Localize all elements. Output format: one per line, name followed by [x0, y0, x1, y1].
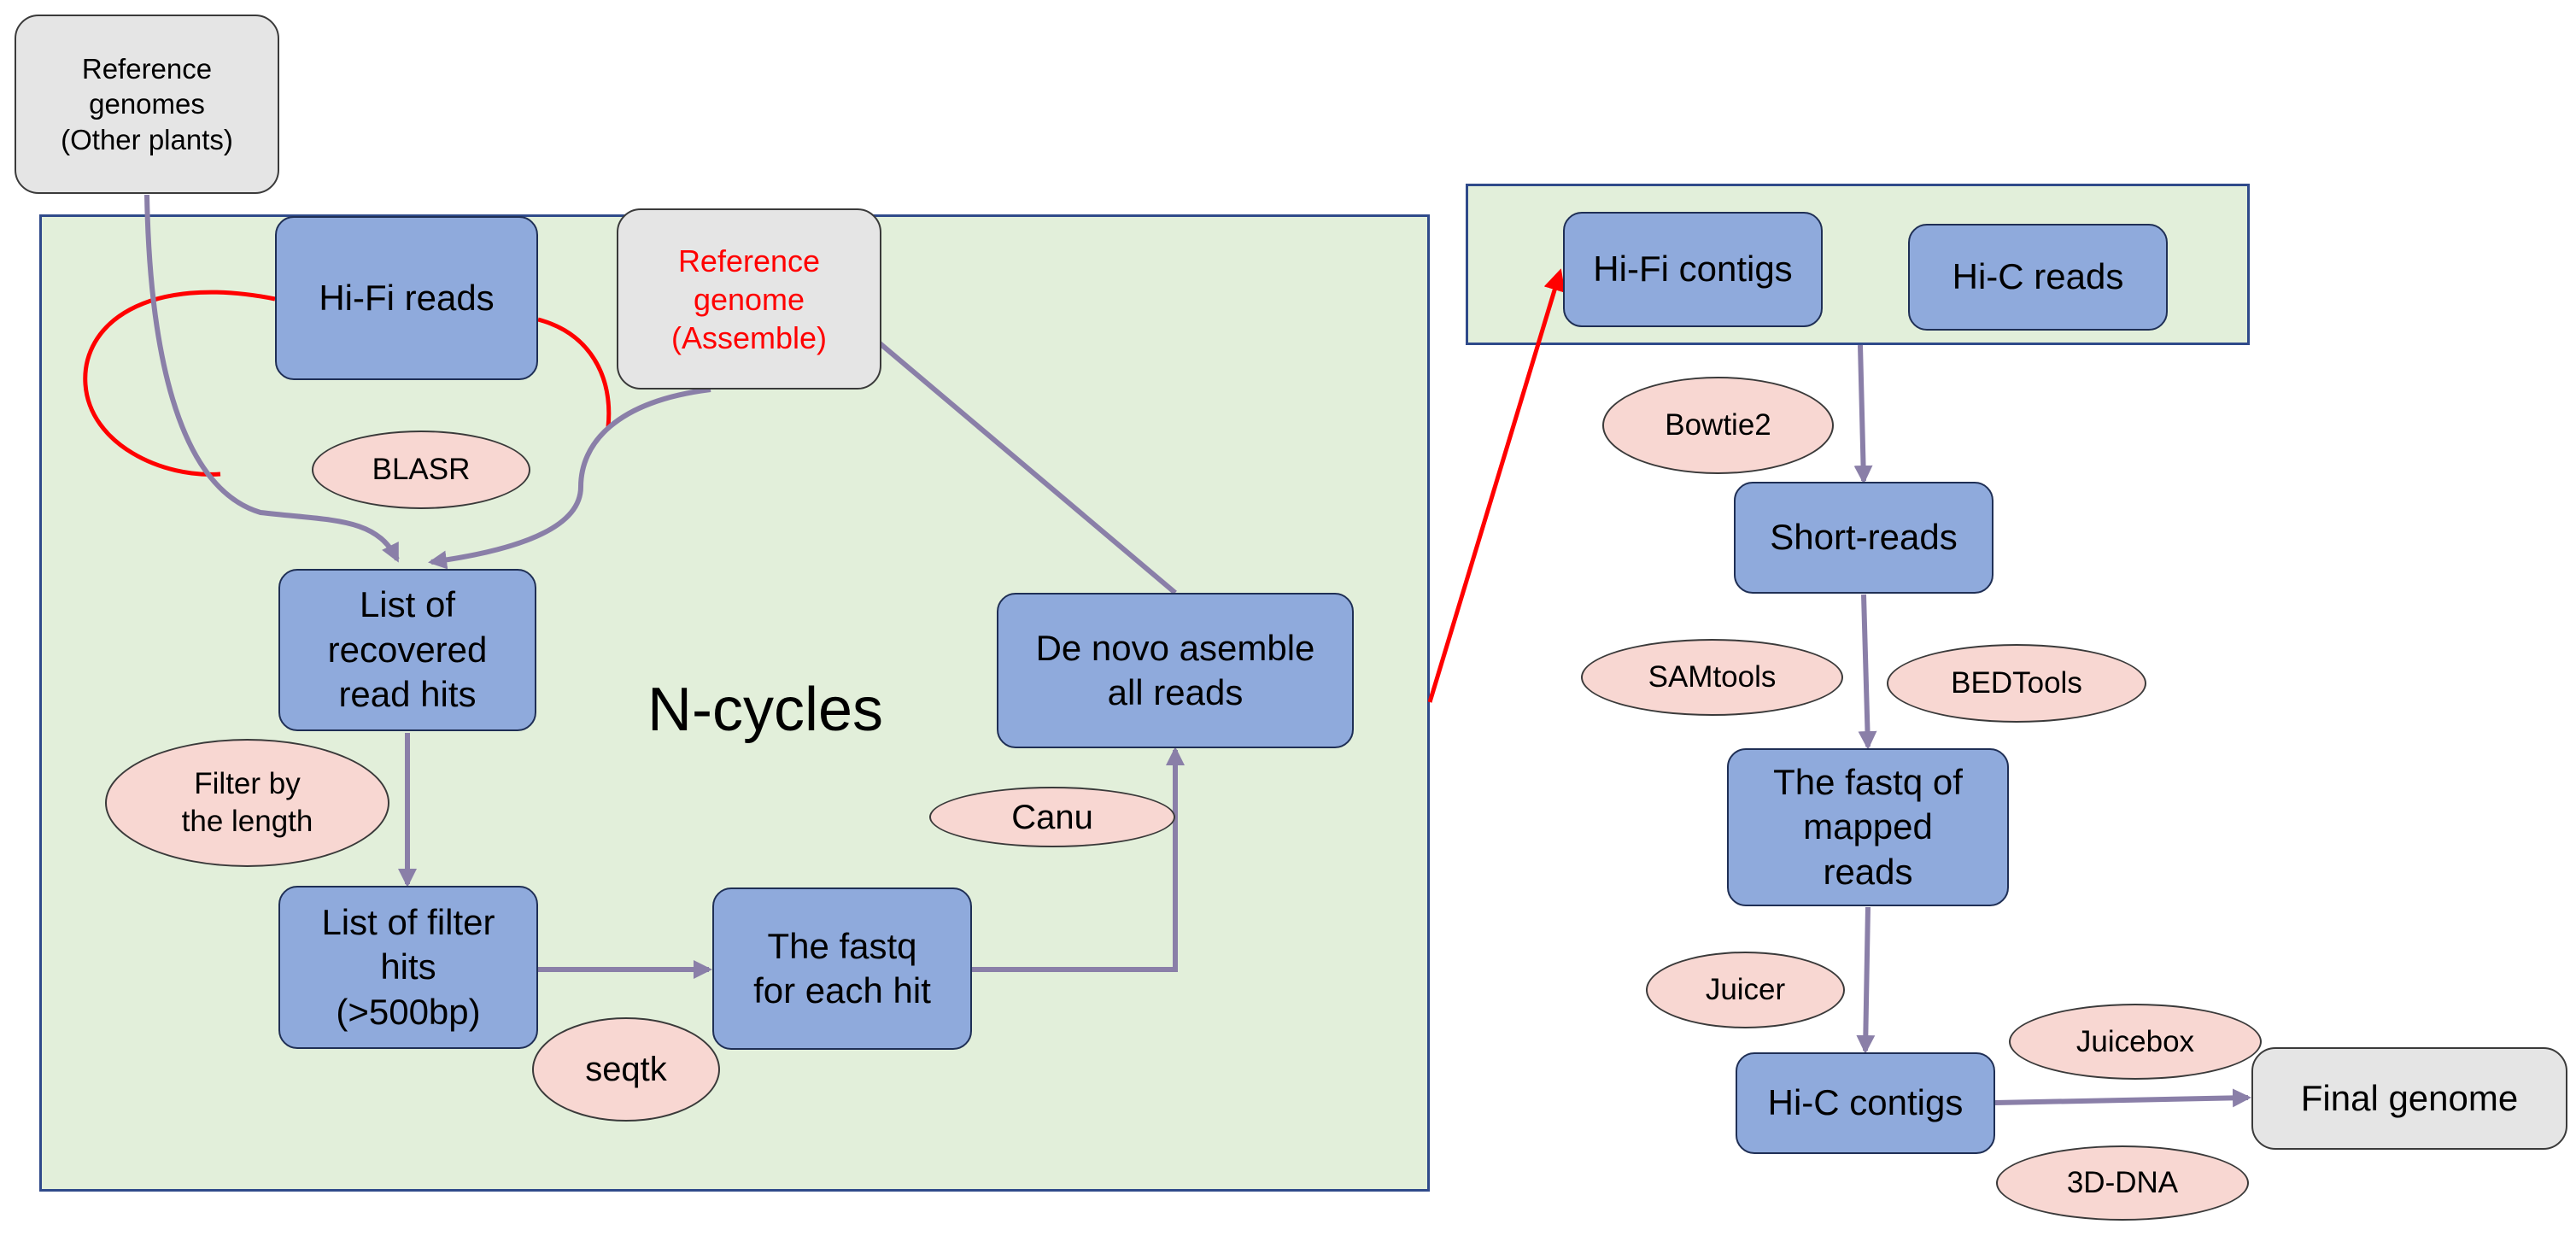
juicer-tool: Juicer [1646, 952, 1845, 1028]
arrow-panel-to-short [1853, 344, 1873, 484]
list-recovered-read-hits: List of recovered read hits [278, 569, 536, 731]
arrow-cycle-to-hifi-contigs [1427, 268, 1566, 703]
final-genome-box: Final genome [2251, 1047, 2567, 1150]
arrow-hic-to-final [1994, 1088, 2251, 1108]
reference-genome-assemble: Reference genome (Assemble) [617, 208, 881, 390]
arrow-short-to-fastq [1858, 594, 1877, 750]
blasr-tool: BLASR [312, 431, 530, 509]
arrow-ref-assemble-to-list [428, 387, 711, 570]
arrow-fastq-to-hic [1856, 906, 1876, 1054]
hifi-contigs-box: Hi-Fi contigs [1563, 212, 1823, 327]
seqtk-tool: seqtk [532, 1017, 720, 1122]
samtools-tool: SAMtools [1581, 639, 1843, 716]
de-novo-assemble: De novo asemble all reads [997, 593, 1354, 748]
juicebox-tool: Juicebox [2009, 1004, 2262, 1080]
bedtools-tool: BEDTools [1887, 644, 2146, 723]
n-cycles-label: N-cycles [647, 676, 884, 744]
3d-dna-tool: 3D-DNA [1996, 1145, 2249, 1221]
blasr-loop-left [83, 290, 276, 477]
blasr-loop-right [537, 317, 612, 428]
list-filter-hits: List of filter hits (>500bp) [278, 886, 538, 1049]
filter-by-length-tool: Filter by the length [105, 739, 389, 867]
arrow-ref-other-to-list [144, 194, 400, 563]
reference-genomes-other-plants: Reference genomes (Other plants) [15, 15, 279, 194]
arrow-fastq-to-denovo [972, 747, 1185, 972]
arrow-denovo-to-ref [859, 326, 1177, 595]
hic-contigs-box: Hi-C contigs [1736, 1052, 1995, 1154]
fastq-mapped-reads: The fastq of mapped reads [1727, 748, 2009, 906]
canu-tool: Canu [929, 787, 1175, 847]
bowtie2-tool: Bowtie2 [1602, 377, 1834, 474]
fastq-each-hit: The fastq for each hit [712, 887, 972, 1050]
hic-reads-box: Hi-C reads [1908, 224, 2168, 331]
short-reads-box: Short-reads [1734, 482, 1993, 594]
hifi-reads-box: Hi-Fi reads [275, 216, 538, 380]
